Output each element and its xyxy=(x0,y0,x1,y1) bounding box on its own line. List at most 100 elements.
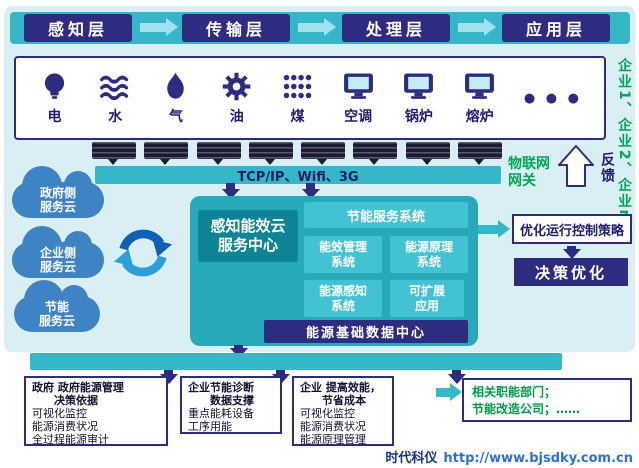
module-energy-perception: 能源感知 系统 xyxy=(304,280,382,317)
device-item: 油 xyxy=(220,70,253,126)
server-rack-icon xyxy=(196,142,241,165)
feedback-label: 反馈 xyxy=(599,152,615,184)
arrow-down-icon xyxy=(221,183,240,199)
box-item: 工序用能 xyxy=(188,420,232,433)
cloud-line: 企业侧 xyxy=(39,246,76,260)
device-label: 水 xyxy=(108,109,123,125)
distribution-bar xyxy=(30,353,562,370)
brand-text: 时代科仪 xyxy=(385,451,438,466)
module-energy-saving-service: 节能服务系统 xyxy=(304,202,468,228)
strategy-box: 优化运行控制策略 xyxy=(512,214,632,244)
box-item: 能源消费状况 xyxy=(32,420,98,433)
module-line: 应用 xyxy=(414,298,439,313)
center-title: 感知能效云 服务中心 xyxy=(198,210,298,262)
arrow-right-icon xyxy=(140,18,178,36)
ellipsis-dots: ● ● ● xyxy=(523,90,582,106)
cloud-energy-saving: 节能 服务云 xyxy=(14,280,100,332)
coal-icon xyxy=(283,74,312,99)
device-item: 空调 xyxy=(342,70,375,126)
module-line: 系统 xyxy=(330,254,355,269)
box-line: 节能改造公司；…… xyxy=(472,402,581,416)
bulb-icon xyxy=(44,73,65,99)
enterprise-list-vertical-label: 企业1、企业2、企业n xyxy=(616,58,632,222)
sync-arrows-icon xyxy=(113,229,173,277)
watermark: 时代科仪 http://www.bjsdky.com.cn xyxy=(385,447,633,466)
layer-box-perception: 感知层 xyxy=(24,14,132,42)
server-rack-icon xyxy=(353,142,398,165)
module-line: 能源感知 xyxy=(318,283,367,298)
device-item: 锅炉 xyxy=(402,70,435,126)
device-label: 煤 xyxy=(290,109,305,125)
module-line: 节能服务系统 xyxy=(346,209,425,225)
center-title-line: 服务中心 xyxy=(217,236,278,254)
module-energy-principle: 能源原理 系统 xyxy=(390,236,468,273)
server-rack-icon xyxy=(144,142,189,165)
device-label: 空调 xyxy=(344,109,373,125)
cloud-line: 服务云 xyxy=(39,260,76,274)
energy-data-center-bar: 能源基础数据中心 xyxy=(264,320,468,343)
server-rack-icon xyxy=(405,142,450,165)
gov-info-box: 政府 政府能源管理 决策依据 可视化监控 能源消费状况 全过程能源审计 xyxy=(24,376,168,446)
box-title: 企业节能诊断 xyxy=(188,381,254,394)
monitor-icon xyxy=(343,73,373,99)
enterprise-diagnosis-box: 企业节能诊断 数据支撑 重点能耗设备 工序用能 xyxy=(180,376,282,434)
device-label: 电 xyxy=(47,109,62,125)
device-panel: 电 水 气 油 煤 空调 锅炉 熔炉 ● ● ● xyxy=(14,56,606,140)
feedback-up-arrow-icon xyxy=(558,145,594,187)
layer-box-processing: 处理层 xyxy=(342,14,450,42)
device-item: 水 xyxy=(99,70,132,126)
device-item: 熔炉 xyxy=(463,70,496,126)
layer-box-transmission: 传输层 xyxy=(182,14,290,42)
device-item: 煤 xyxy=(281,70,314,126)
server-rack-icon xyxy=(248,142,293,165)
server-rack-icon xyxy=(92,142,136,165)
box-title: 政府 政府能源管理 xyxy=(32,381,124,394)
box-subtitle: 数据支撑 xyxy=(210,394,254,407)
monitor-icon xyxy=(465,73,495,99)
arrow-right-icon xyxy=(478,220,510,238)
cloud-label: 政府侧 服务云 xyxy=(12,182,104,214)
module-line: 系统 xyxy=(416,254,441,269)
box-subtitle: 节省成本 xyxy=(322,394,366,407)
cloud-line: 服务云 xyxy=(39,200,76,214)
protocol-bar: TCP/IP、Wifi、3G xyxy=(95,166,501,185)
device-item: 气 xyxy=(159,70,192,126)
device-label: 熔炉 xyxy=(465,109,494,125)
module-line: 能源原理 xyxy=(404,239,453,254)
site-url: http://www.bjsdky.com.cn xyxy=(443,451,633,466)
cloud-line: 服务云 xyxy=(38,314,75,328)
decision-box: 决策优化 xyxy=(514,258,628,286)
device-label: 锅炉 xyxy=(404,109,433,125)
arrow-right-icon xyxy=(458,18,496,36)
box-item: 全过程能源审计 xyxy=(32,433,109,446)
gateway-line: 网关 xyxy=(508,173,536,189)
module-line: 系统 xyxy=(330,298,355,313)
cloud-government: 政府侧 服务云 xyxy=(12,166,104,218)
device-label: 气 xyxy=(168,109,183,125)
center-title-line: 感知能效云 xyxy=(210,217,286,235)
box-item: 能源消费状况 xyxy=(300,420,366,433)
module-line: 可扩展 xyxy=(408,283,445,298)
monitor-icon xyxy=(404,73,434,99)
gateway-line: 物联网 xyxy=(508,156,550,172)
related-dept-box: 相关职能部门； 节能改造公司；…… xyxy=(462,378,632,422)
module-line: 能效管理 xyxy=(318,239,367,254)
flame-icon xyxy=(167,72,185,99)
device-item: 电 xyxy=(38,70,71,126)
server-rack-icon xyxy=(301,142,346,165)
arrow-right-icon xyxy=(436,383,462,401)
cloud-line: 政府侧 xyxy=(39,186,76,200)
box-item: 可视化监控 xyxy=(300,407,355,420)
box-item: 能源原理管理 xyxy=(300,433,366,446)
arrow-down-icon xyxy=(159,370,178,384)
box-item: 重点能耗设备 xyxy=(188,407,254,420)
cloud-line: 节能 xyxy=(44,300,69,314)
arrow-down-icon xyxy=(447,370,466,384)
iot-gateway-label: 物联网 网关 xyxy=(508,156,550,190)
module-energy-efficiency-mgmt: 能效管理 系统 xyxy=(304,236,382,273)
cloud-service-center-panel: 感知能效云 服务中心 节能服务系统 能效管理 系统 能源原理 系统 能源感知 系… xyxy=(190,196,478,346)
device-label: 油 xyxy=(229,109,244,125)
box-item: 可视化监控 xyxy=(32,407,87,420)
server-rack-icon xyxy=(457,142,502,165)
